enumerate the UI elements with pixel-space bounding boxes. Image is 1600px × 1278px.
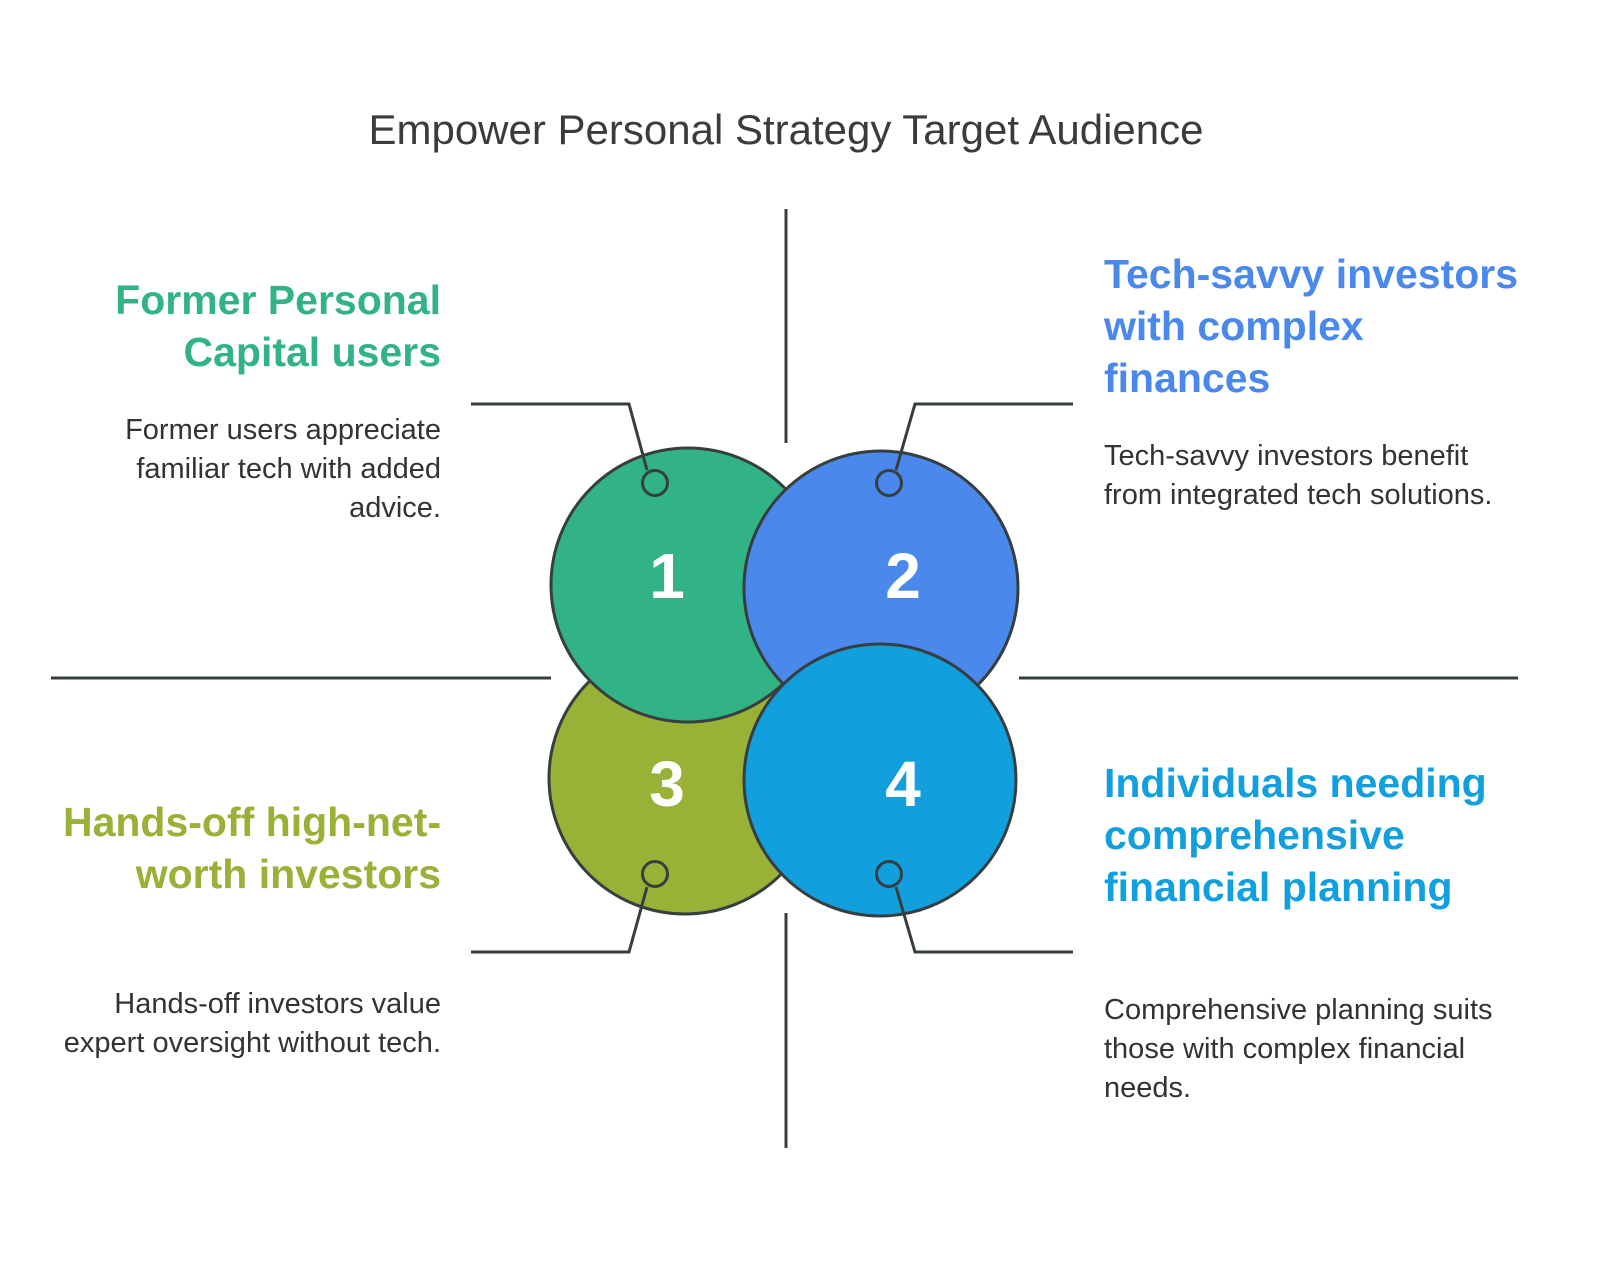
circle-number-2: 2 bbox=[885, 540, 921, 612]
page-title: Empower Personal Strategy Target Audienc… bbox=[368, 106, 1204, 153]
circle-segment-4 bbox=[742, 642, 1018, 918]
circle-number-4: 4 bbox=[885, 748, 921, 820]
connector-dot-2 bbox=[875, 469, 903, 497]
circle-number-1: 1 bbox=[649, 540, 685, 612]
segment-3-heading: Hands-off high-net-worth investors bbox=[62, 799, 441, 897]
segment-1-heading: Former Personal Capital users bbox=[115, 277, 441, 375]
segment-3-description: Hands-off investors value expert oversig… bbox=[63, 988, 441, 1059]
segment-2-description: Tech-savvy investors benefit from integr… bbox=[1104, 440, 1493, 511]
connector-3 bbox=[471, 886, 649, 954]
connector-4 bbox=[894, 886, 1073, 954]
circle-number-3: 3 bbox=[649, 748, 685, 820]
connector-dot-4 bbox=[875, 860, 903, 888]
segment-1-description: Former users appreciate familiar tech wi… bbox=[125, 414, 441, 524]
connector-1 bbox=[471, 402, 649, 471]
connector-dot-3 bbox=[641, 860, 669, 888]
segment-4-heading: Individuals needing comprehensive financ… bbox=[1104, 760, 1487, 910]
connector-dot-1 bbox=[641, 469, 669, 497]
segment-4-description: Comprehensive planning suits those with … bbox=[1104, 994, 1493, 1104]
segment-2-heading: Tech-savvy investors with complex financ… bbox=[1104, 251, 1519, 401]
connector-2 bbox=[894, 402, 1073, 471]
